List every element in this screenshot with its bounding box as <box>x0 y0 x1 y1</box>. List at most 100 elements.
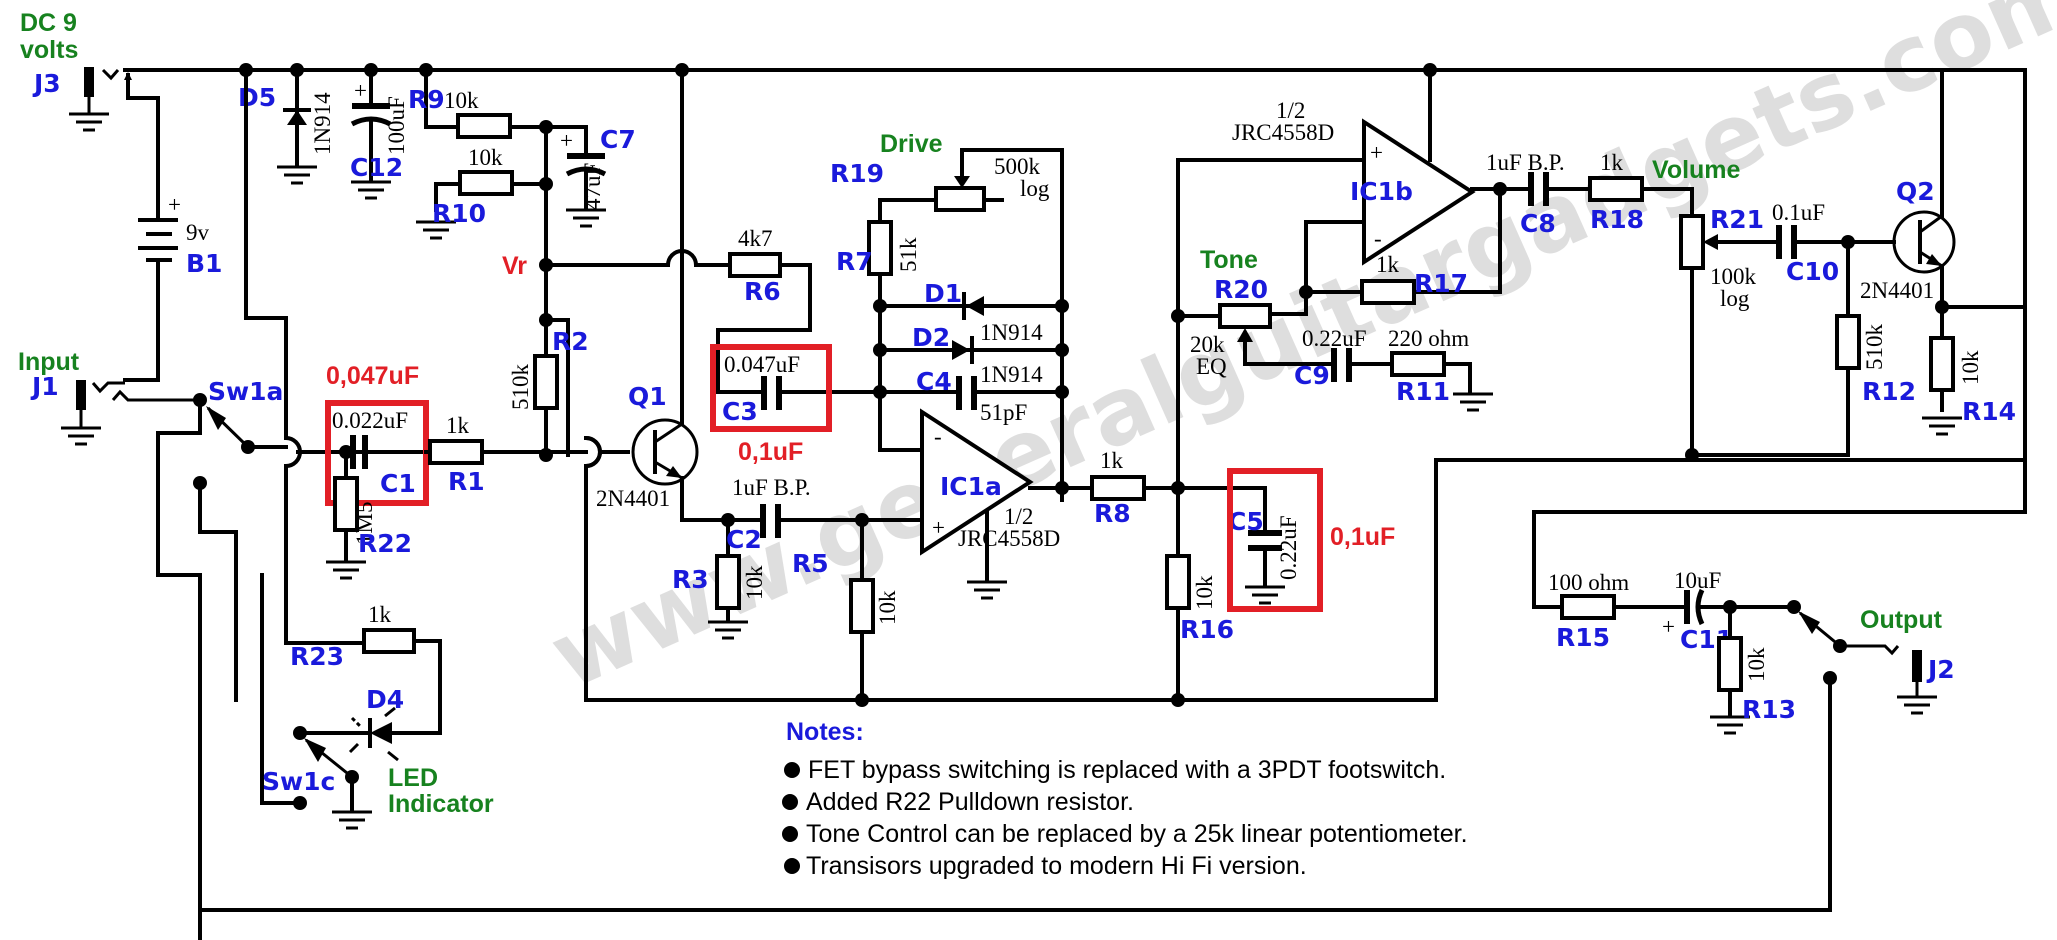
resistor-r5: R5 10k <box>792 513 900 707</box>
taper-r21: log <box>1720 286 1750 311</box>
svg-text:-: - <box>1374 226 1382 251</box>
jack-j1: Input J1 <box>18 348 200 446</box>
resistor-r11: 220 ohm R11 <box>1388 326 1495 412</box>
ref-d2: D2 <box>912 323 950 352</box>
ref-r23: R23 <box>290 642 344 671</box>
ref-b1: B1 <box>186 249 222 278</box>
value-r20: 20k <box>1190 332 1225 357</box>
ref-j1: J1 <box>30 372 59 401</box>
ref-ic1a: IC1a <box>940 472 1002 501</box>
ref-c4: C4 <box>916 367 952 396</box>
note-item: FET bypass switching is replaced with a … <box>808 756 1446 784</box>
resistor-r17: 1k R17 <box>1299 252 1468 305</box>
jack-j2: Output J2 <box>1860 606 1955 715</box>
value-r12: 510k <box>1862 324 1887 371</box>
value-r10: 10k <box>468 145 503 170</box>
resistor-r14: 10k R14 <box>1920 336 2016 436</box>
ref-r2: R2 <box>552 327 589 356</box>
value-r22: 1M5 <box>352 502 377 545</box>
resistor-r23: 1k R23 <box>290 602 442 735</box>
label-dc9: DC 9 <box>20 9 77 37</box>
ref-c8: C8 <box>1520 209 1556 238</box>
value-r18: 1k <box>1600 150 1624 175</box>
value-r9: 10k <box>444 88 479 113</box>
potentiometer-r21[interactable]: Volume R21 100k log <box>1652 156 1780 462</box>
switch-sw1a[interactable]: Sw1a <box>156 377 288 940</box>
value-r7: 51k <box>896 237 921 272</box>
label-indicator: Indicator <box>388 790 494 818</box>
value-r1: 1k <box>446 413 470 438</box>
ref-r21: R21 <box>1710 205 1764 234</box>
value-r14: 10k <box>1958 350 1983 385</box>
opamp-ic1a: - + IC1a 1/2 JRC4558D <box>908 408 1094 600</box>
potentiometer-r20[interactable]: Tone R20 20k EQ <box>1171 246 1332 379</box>
ref-sw1c: Sw1c <box>262 767 335 796</box>
new-value-c1: 0,047uF <box>326 362 419 390</box>
ref-r1: R1 <box>448 467 485 496</box>
value-c11: 10uF <box>1674 568 1721 593</box>
ref-r8: R8 <box>1094 499 1131 528</box>
ref-r10: R10 <box>432 199 486 228</box>
ref-ic1b: IC1b <box>1350 177 1413 206</box>
label-input: Input <box>18 348 80 376</box>
svg-text:+: + <box>168 192 181 217</box>
value-c1: 0.022uF <box>332 408 408 433</box>
opamp-ic1b: + - IC1b 1/2 JRC4558D <box>1176 68 1507 316</box>
capacitor-c2: 1uF B.P. C2 <box>726 475 917 554</box>
ref-d4: D4 <box>366 685 404 714</box>
ref-r17: R17 <box>1414 269 1468 298</box>
label-tone: Tone <box>1200 246 1258 274</box>
output-section <box>1532 488 2027 609</box>
svg-text:+: + <box>560 128 573 153</box>
value-r5: 10k <box>875 590 900 625</box>
ref-r13: R13 <box>1742 695 1796 724</box>
ref-r7: R7 <box>836 247 873 276</box>
value-r23: 1k <box>368 602 392 627</box>
label-volts: volts <box>20 36 78 64</box>
label-output: Output <box>1860 606 1943 634</box>
capacitor-c9: 0.22uF C9 <box>1294 326 1394 390</box>
resistor-r3: R3 10k <box>672 513 767 640</box>
resistor-r10: 10k R10 <box>414 145 553 240</box>
value-c4: 51pF <box>980 400 1027 425</box>
notes-title: Notes: <box>786 718 864 746</box>
value-r8: 1k <box>1100 448 1124 473</box>
ref-r3: R3 <box>672 565 709 594</box>
ref-r14: R14 <box>1962 397 2016 426</box>
ref-r22: R22 <box>358 529 412 558</box>
transistor-q1: Q1 2N4401 <box>596 68 730 522</box>
ref-c5: C5 <box>1228 507 1264 536</box>
value-b1: 9v <box>186 220 210 245</box>
value-r15: 100 ohm <box>1548 570 1629 595</box>
value-r16: 10k <box>1192 575 1217 610</box>
value-r19: 500k <box>994 154 1041 179</box>
capacitor-c5: C5 0.22uF 0,1uF <box>1227 468 1395 612</box>
value-c2: 1uF B.P. <box>732 475 811 500</box>
svg-text:+: + <box>1370 140 1383 165</box>
ref-c1: C1 <box>380 469 416 498</box>
jack-j3: DC 9 volts J3 <box>20 9 160 202</box>
resistor-r12: 510k R12 <box>1690 235 1916 457</box>
ref-d1: D1 <box>924 279 962 308</box>
battery-b1: 9v B1 + <box>123 192 222 382</box>
resistor-r6: 4k7 R6 <box>716 226 812 394</box>
highlight-c5 <box>1227 468 1323 612</box>
note-item: Added R22 Pulldown resistor. <box>806 788 1134 816</box>
value-c8: 1uF B.P. <box>1486 150 1565 175</box>
ref-j3: J3 <box>32 69 61 98</box>
switch-sw1b[interactable] <box>1787 600 1900 656</box>
ref-r9: R9 <box>408 85 445 114</box>
resistor-r2: R2 510k <box>508 313 589 462</box>
value-c3: 0.047uF <box>724 352 800 377</box>
svg-text:-: - <box>934 424 942 449</box>
capacitor-c8: 1uF B.P. C8 <box>1486 150 1592 238</box>
note-item: Tone Control can be replaced by a 25k li… <box>806 820 1468 848</box>
resistor-r9: R9 10k <box>408 68 553 139</box>
switch-sw1c[interactable]: Sw1c <box>260 573 374 830</box>
svg-text:+: + <box>1662 614 1675 639</box>
value-r3: 10k <box>742 565 767 600</box>
value-c12: 100uF <box>384 96 409 155</box>
ref-d5: D5 <box>238 83 276 112</box>
ref-q1: Q1 <box>628 382 667 411</box>
